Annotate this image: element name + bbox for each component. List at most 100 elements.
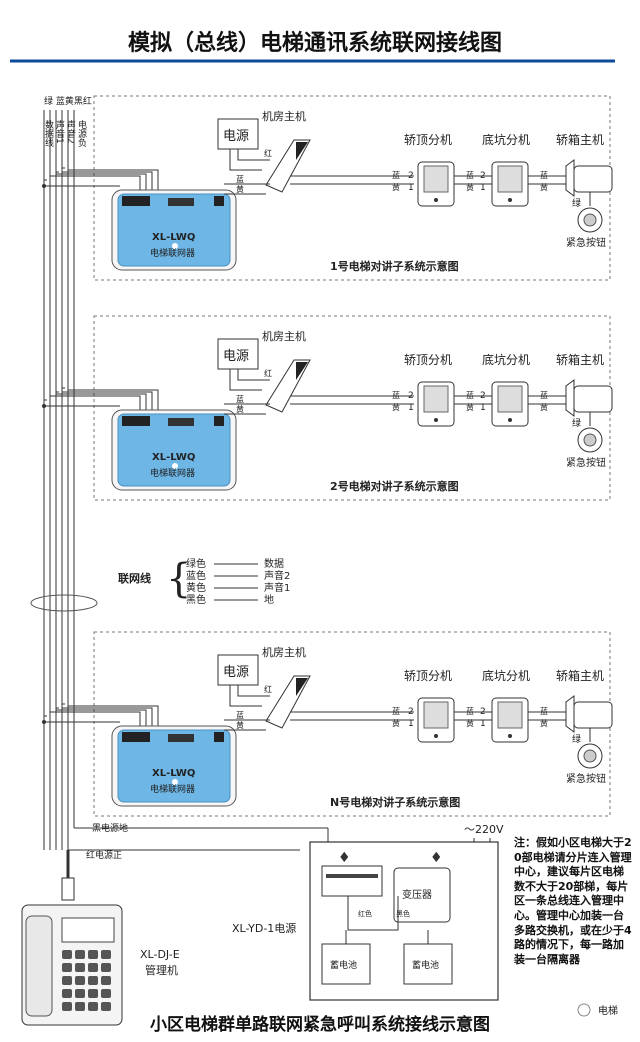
wire-blue-a: 蓝 bbox=[236, 394, 244, 404]
wire-blue-b: 蓝 bbox=[392, 706, 400, 716]
bus-col-voice1: 声音1 bbox=[54, 119, 65, 144]
bus-col-power: 电源负 bbox=[76, 119, 87, 148]
num-1-c: 1 bbox=[480, 719, 486, 729]
car-top-label: 轿顶分机 bbox=[404, 352, 452, 367]
subsystems: 电源机房主机XL-LWQ电梯联网器红蓝黄轿顶分机底坑分机轿箱主机蓝黄21蓝黄21… bbox=[42, 95, 613, 817]
watermark-icon bbox=[577, 1003, 591, 1017]
wire-blue-c: 蓝 bbox=[466, 170, 474, 180]
wire-yellow-c: 黄 bbox=[466, 402, 474, 412]
num-2-b: 2 bbox=[408, 391, 414, 401]
key bbox=[75, 963, 85, 972]
wire-yellow-b: 黄 bbox=[392, 182, 400, 192]
wire-yellow-a: 黄 bbox=[236, 720, 244, 730]
controller-name: 电梯联网器 bbox=[150, 467, 195, 479]
terminal-block bbox=[122, 732, 150, 742]
host-label: 机房主机 bbox=[262, 109, 306, 123]
led-icon bbox=[172, 463, 178, 469]
controller-board bbox=[117, 729, 231, 803]
relay bbox=[168, 198, 194, 206]
controller-board bbox=[117, 193, 231, 267]
wire-yellow-d: 黄 bbox=[540, 402, 548, 412]
num-2-b: 2 bbox=[408, 707, 414, 717]
manager-connector bbox=[61, 877, 75, 901]
bell-icon-2: ♦ bbox=[430, 850, 443, 866]
wire-yellow-c: 黄 bbox=[466, 718, 474, 728]
num-2-c: 2 bbox=[480, 391, 486, 401]
num-2-c: 2 bbox=[480, 707, 486, 717]
car-top-label: 轿顶分机 bbox=[404, 132, 452, 147]
subsystem-caption: 1号电梯对讲子系统示意图 bbox=[330, 259, 459, 273]
power-box bbox=[217, 338, 259, 370]
manager-model: XL-DJ-E bbox=[140, 948, 180, 961]
num-2-b: 2 bbox=[408, 171, 414, 181]
wire-yellow-b: 黄 bbox=[392, 402, 400, 412]
wire-blue-d: 蓝 bbox=[540, 170, 548, 180]
wire-blue-a: 蓝 bbox=[236, 174, 244, 184]
legend-brace: { bbox=[166, 556, 191, 602]
power-label: 电源 bbox=[223, 129, 249, 144]
wire-yellow-c: 黄 bbox=[466, 182, 474, 192]
manager-name: 管理机 bbox=[145, 963, 178, 977]
speaker-grille-2 bbox=[497, 385, 523, 413]
manager-handset bbox=[25, 915, 53, 1017]
legend-title: 联网线 bbox=[118, 571, 151, 585]
speaker-grille-2 bbox=[497, 701, 523, 729]
speaker-grille bbox=[423, 165, 449, 193]
key bbox=[101, 989, 111, 998]
manager-keypad bbox=[62, 950, 111, 1011]
relay bbox=[168, 734, 194, 742]
legend-color-2: 黄色 bbox=[186, 581, 206, 594]
legend-color-3: 黑色 bbox=[186, 593, 206, 606]
speaker-grille bbox=[423, 701, 449, 729]
wire-red: 红 bbox=[264, 368, 272, 378]
legend-color-0: 绿色 bbox=[186, 557, 206, 570]
host-screen bbox=[296, 678, 308, 696]
emergency-label: 紧急按钮 bbox=[566, 772, 606, 785]
speaker-grille bbox=[423, 385, 449, 413]
car-main-label: 轿箱主机 bbox=[556, 352, 604, 367]
key bbox=[88, 1002, 98, 1011]
wire-green: 绿 bbox=[572, 197, 581, 209]
key bbox=[88, 963, 98, 972]
battery-1-label: 蓄电池 bbox=[330, 959, 357, 971]
subsystem-1: 电源机房主机XL-LWQ电梯联网器红蓝黄轿顶分机底坑分机轿箱主机蓝黄21蓝黄21… bbox=[42, 95, 613, 281]
key bbox=[75, 989, 85, 998]
wire-red: 红 bbox=[264, 148, 272, 158]
wire-red: 红 bbox=[264, 684, 272, 694]
num-1-c: 1 bbox=[480, 183, 486, 193]
bus-color-label: 绿 蓝黄黑红 bbox=[44, 95, 92, 107]
pit-label: 底坑分机 bbox=[482, 352, 530, 367]
key bbox=[75, 976, 85, 985]
red-power-label: 红电源正 bbox=[86, 849, 122, 861]
num-1-b: 1 bbox=[408, 183, 414, 193]
network-legend: 联网线 { 绿色数据蓝色声音2黄色声音1黑色地 bbox=[118, 556, 290, 606]
wire-blue-b: 蓝 bbox=[392, 170, 400, 180]
emergency-label: 紧急按钮 bbox=[566, 236, 606, 249]
key bbox=[88, 976, 98, 985]
key bbox=[62, 976, 72, 985]
psu-board bbox=[321, 865, 383, 897]
host-label: 机房主机 bbox=[262, 645, 306, 659]
manager-unit: XL-DJ-E 管理机 bbox=[21, 850, 180, 1026]
legend-color-1: 蓝色 bbox=[186, 569, 206, 582]
wire-blue-d: 蓝 bbox=[540, 390, 548, 400]
manager-screen bbox=[61, 917, 115, 943]
legend-meaning-0: 数据 bbox=[264, 557, 284, 570]
wire-yellow-a: 黄 bbox=[236, 184, 244, 194]
num-1-b: 1 bbox=[408, 403, 414, 413]
pit-label: 底坑分机 bbox=[482, 132, 530, 147]
wire-blue-b: 蓝 bbox=[392, 390, 400, 400]
emergency-label: 紧急按钮 bbox=[566, 456, 606, 469]
subsystem-caption: N号电梯对讲子系统示意图 bbox=[330, 795, 460, 809]
psu-model-label: XL-YD-1电源 bbox=[232, 921, 296, 935]
legend-meaning-2: 声音1 bbox=[264, 581, 290, 594]
connector bbox=[214, 732, 224, 742]
connector bbox=[214, 416, 224, 426]
controller-model: XL-LWQ bbox=[152, 232, 195, 243]
key bbox=[101, 963, 111, 972]
pit-label: 底坑分机 bbox=[482, 668, 530, 683]
car-main-unit bbox=[565, 159, 575, 197]
page-title: 模拟（总线）电梯通讯系统联网接线图 bbox=[128, 30, 502, 56]
